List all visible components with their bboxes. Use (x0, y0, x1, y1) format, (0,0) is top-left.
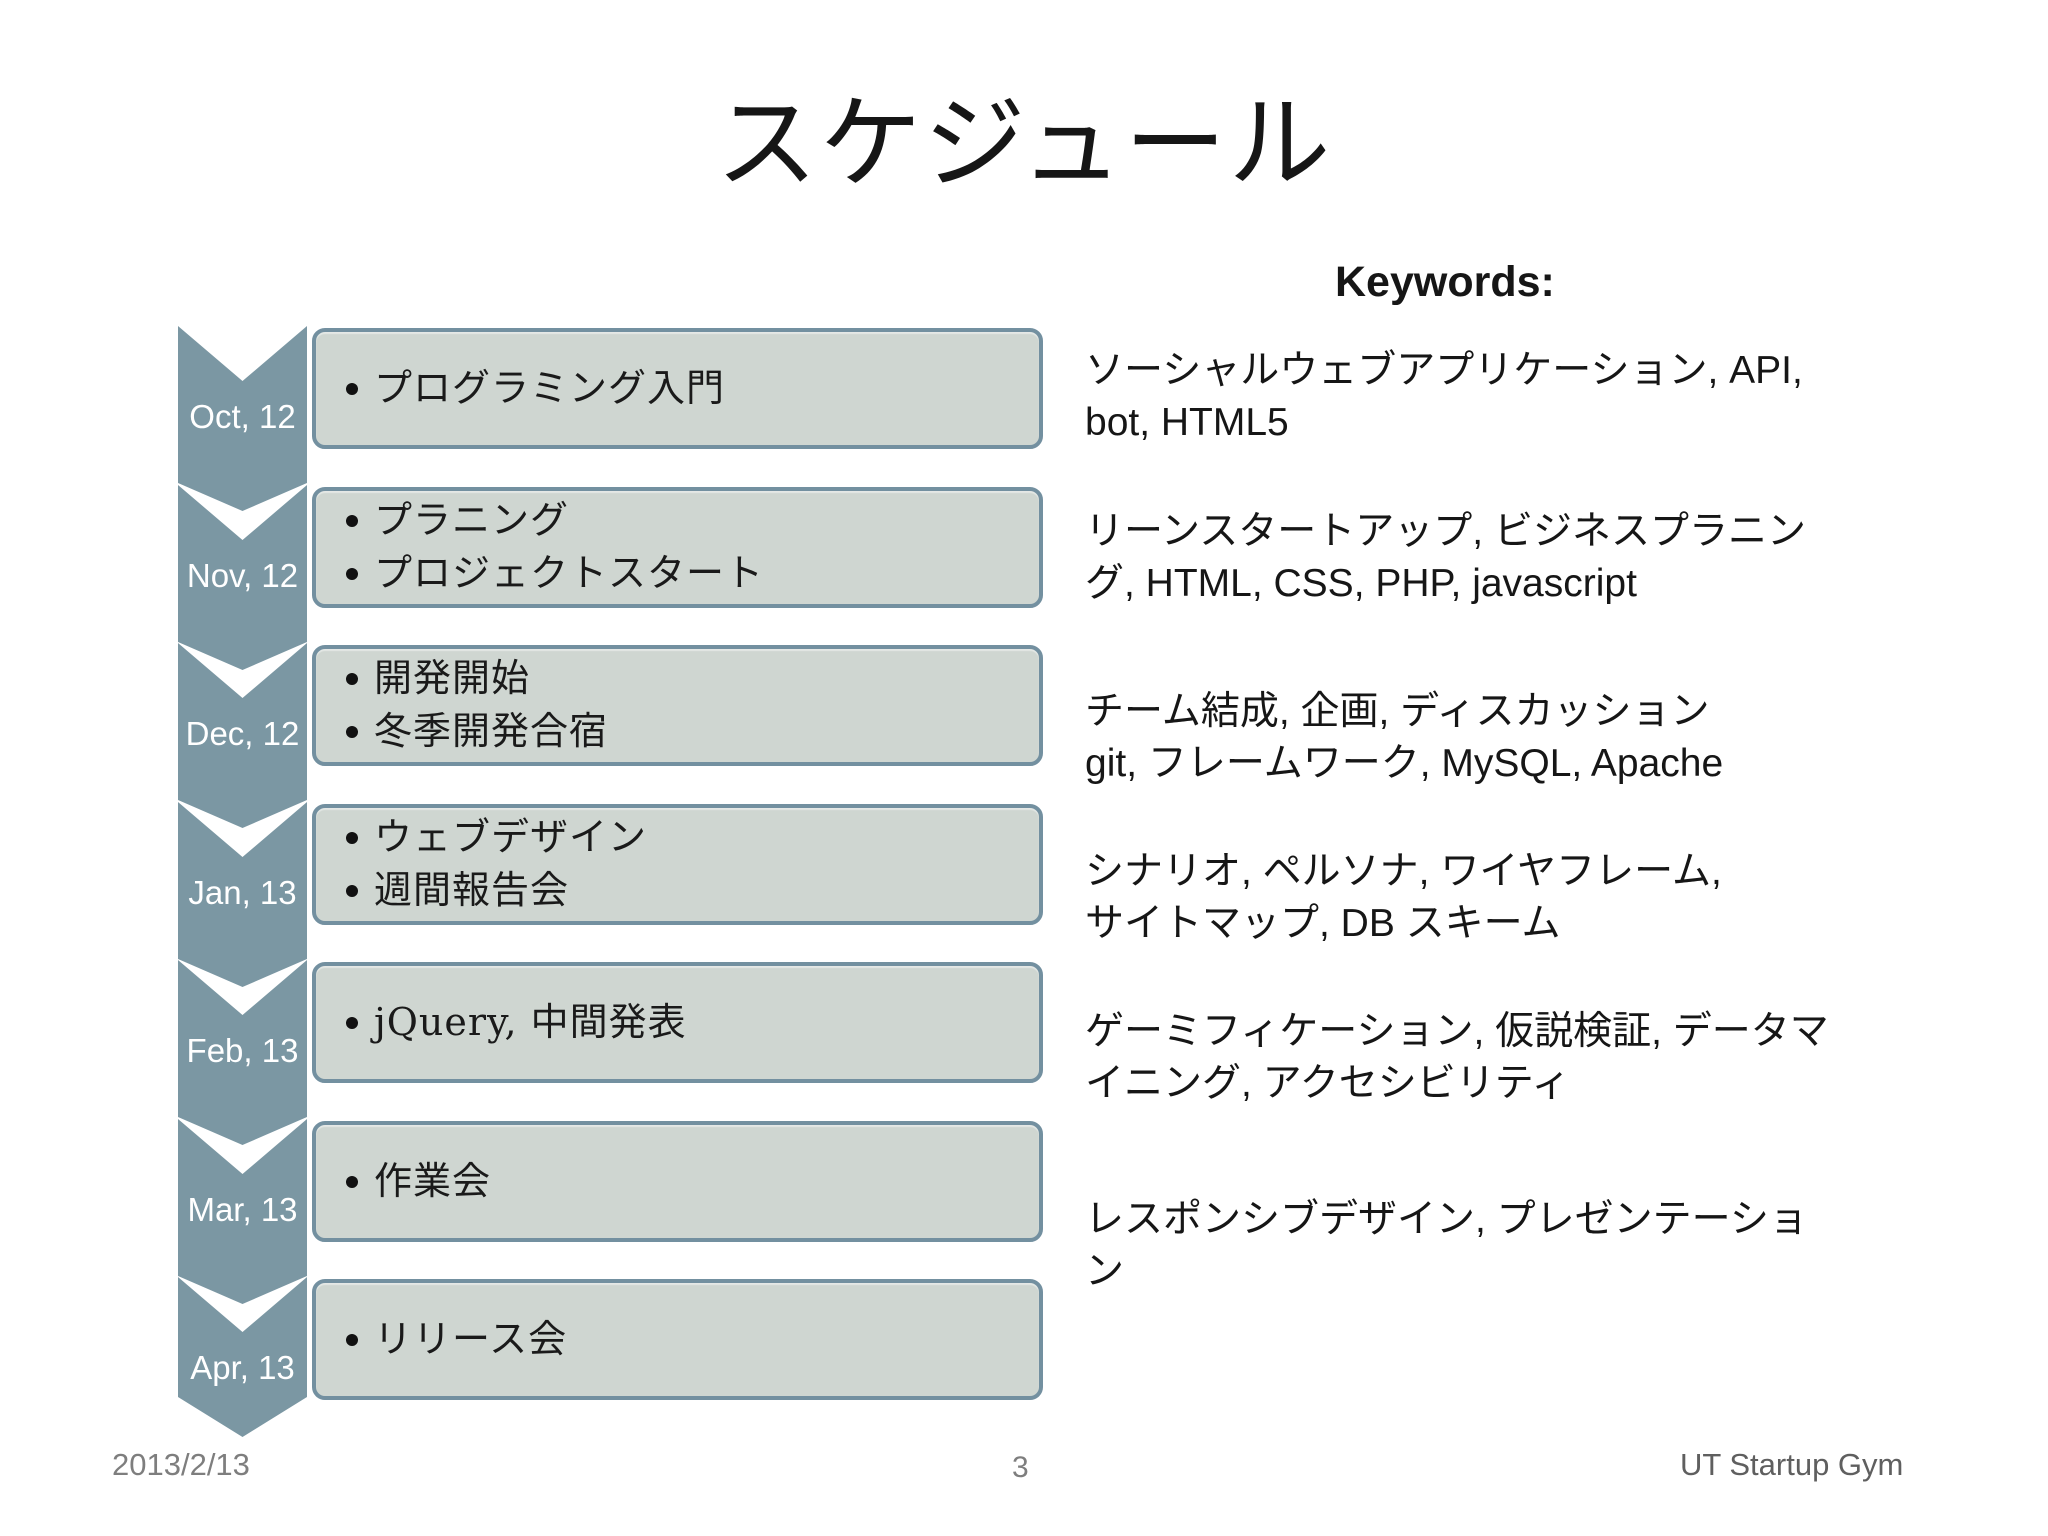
timeline-item: Dec, 12 開発開始 冬季開発合宿 (178, 643, 1043, 835)
bullet-item: 開発開始 (346, 657, 1039, 701)
keywords-block: ゲーミフィケーション, 仮説検証, データマ イニング, アクセシビリティ (1085, 1010, 1829, 1105)
bullet-dot-icon (346, 673, 358, 686)
timeline-item: Nov, 12 プラニング プロジェクトスタート (178, 485, 1043, 677)
bullet-dot-icon (346, 1175, 358, 1188)
bullet-dot-icon (346, 832, 358, 845)
bullet-text: 週間報告会 (374, 868, 570, 912)
bullet-dot-icon (346, 382, 358, 395)
content-box: jQuery, 中間発表 (312, 962, 1043, 1083)
bullet-dot-icon (346, 567, 358, 580)
month-label: Nov, 12 (186, 557, 299, 594)
bullet-item: プロジェクトスタート (346, 551, 1039, 596)
bullet-text: 冬季開発合宿 (374, 709, 609, 753)
content-box: ウェブデザイン 週間報告会 (312, 804, 1043, 925)
page-title: スケジュール (715, 85, 1333, 204)
footer-date: 2013/2/13 (112, 1447, 250, 1482)
month-label: Oct, 12 (189, 398, 296, 435)
page-number: 3 (1012, 1451, 1029, 1484)
bullet-dot-icon (346, 884, 358, 897)
bullet-item: 週間報告会 (346, 868, 1039, 913)
bullet-text: リリース会 (374, 1316, 568, 1361)
bullet-text: ウェブデザイン (374, 815, 648, 860)
chevron-down-icon: Oct, 12 (178, 326, 307, 511)
chevron-down-icon: Nov, 12 (178, 485, 307, 670)
bullet-text: プラニング (374, 498, 570, 543)
content-box: リリース会 (312, 1279, 1043, 1400)
keywords-heading: Keywords: (1335, 258, 1555, 306)
bullet-dot-icon (346, 1333, 358, 1346)
content-box: 開発開始 冬季開発合宿 (312, 645, 1043, 766)
month-label: Jan, 13 (188, 874, 297, 911)
bullet-dot-icon (346, 515, 358, 528)
footer-credit: UT Startup Gym (1680, 1447, 1904, 1482)
bullet-item: プラニング (346, 499, 1039, 543)
keywords-block: ソーシャルウェブアプリケーション, API, bot, HTML5 (1085, 349, 1803, 444)
timeline-item: Feb, 13 jQuery, 中間発表 (178, 960, 1043, 1152)
bullet-text: jQuery, 中間発表 (374, 999, 687, 1044)
month-label: Mar, 13 (187, 1191, 298, 1228)
content-box: プログラミング入門 (312, 328, 1043, 449)
keywords-block: チーム結成, 企画, ディスカッション git, フレームワーク, MySQL,… (1085, 690, 1724, 785)
content-box: プラニング プロジェクトスタート (312, 487, 1043, 608)
month-label: Apr, 13 (190, 1349, 295, 1386)
timeline-item: Oct, 12 プログラミング入門 (178, 326, 1043, 518)
bullet-item: プログラミング入門 (346, 365, 1039, 411)
timeline-item: Jan, 13 ウェブデザイン 週間報告会 (178, 802, 1043, 994)
bullet-item: リリース会 (346, 1316, 1039, 1362)
content-box: 作業会 (312, 1121, 1043, 1242)
bullet-dot-icon (346, 725, 358, 738)
month-label: Feb, 13 (186, 1032, 299, 1069)
timeline-item: Mar, 13 作業会 (178, 1119, 1043, 1311)
bullet-text: 開発開始 (374, 656, 531, 701)
bullet-text: 作業会 (374, 1158, 492, 1203)
keywords-block: レスポンシブデザイン, プレゼンテーショ ン (1085, 1198, 1808, 1293)
month-label: Dec, 12 (185, 715, 300, 752)
bullet-item: ウェブデザイン (346, 816, 1039, 860)
keywords-block: リーンスタートアップ, ビジネスプラニン グ, HTML, CSS, PHP, … (1085, 510, 1806, 605)
bullet-item: 冬季開発合宿 (346, 709, 1039, 754)
bullet-item: 作業会 (346, 1158, 1039, 1204)
bullet-dot-icon (346, 1016, 358, 1029)
bullet-text: プログラミング入門 (374, 365, 726, 410)
timeline-item: Apr, 13 リリース会 (178, 1277, 1043, 1469)
bullet-text: プロジェクトスタート (374, 551, 765, 595)
keywords-block: シナリオ, ペルソナ, ワイヤフレーム, サイトマップ, DB スキーム (1085, 850, 1722, 945)
bullet-item: jQuery, 中間発表 (346, 999, 1039, 1045)
